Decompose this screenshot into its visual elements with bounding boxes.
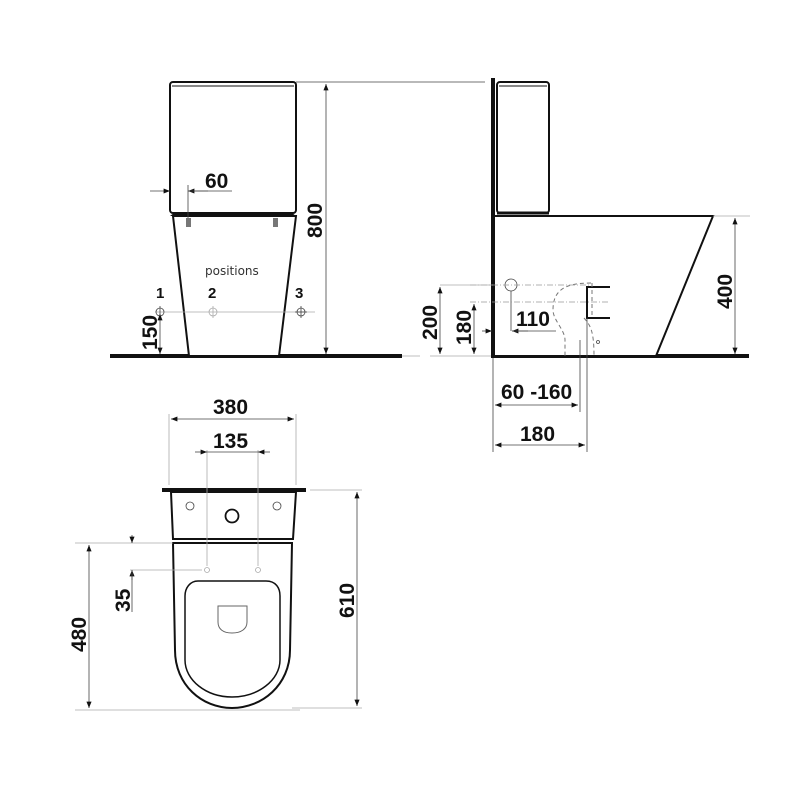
dim-outlet-height: 180 <box>453 310 476 345</box>
front-view: 800 60 positions 1 2 3 150 <box>110 81 485 358</box>
fixing-hole-left-icon <box>185 501 195 511</box>
dim-outlet-distance: 180 <box>520 423 555 446</box>
positions-label: positions <box>205 264 259 278</box>
dim-fixing-spacing: 135 <box>213 430 248 453</box>
bowl-top <box>171 542 294 710</box>
dim-inlet-height-side: 200 <box>419 305 442 340</box>
position-2-label: 2 <box>208 285 216 302</box>
dim-overall-height: 800 <box>304 203 327 238</box>
seat-fixing-right-icon <box>255 567 261 573</box>
dim-width: 380 <box>213 396 248 419</box>
dim-inlet-offset: 110 <box>516 308 550 331</box>
seat-outline <box>184 580 281 698</box>
bolt-right-icon <box>273 218 278 227</box>
drain-icon <box>217 605 248 634</box>
dim-seat-height: 400 <box>714 274 737 309</box>
dim-outlet-range: 60 -160 <box>501 381 572 404</box>
position-3-label: 3 <box>295 285 303 302</box>
bolt-left-icon <box>186 218 191 227</box>
dim-inlet-height-front: 150 <box>139 315 162 350</box>
fixing-hole-right-icon <box>272 501 282 511</box>
dim-tank-offset: 60 <box>205 170 228 193</box>
bowl-front <box>171 215 298 357</box>
cistern-side <box>496 81 550 214</box>
inlet-position-3-icon <box>295 306 307 318</box>
position-1-label: 1 <box>156 285 164 302</box>
seat-fixing-left-icon <box>204 567 210 573</box>
dim-overall-depth: 610 <box>336 583 359 618</box>
top-view: 380 135 35 480 610 <box>68 396 362 711</box>
dim-bowl-depth: 480 <box>68 617 91 652</box>
dim-fixing-offset: 35 <box>112 588 135 612</box>
inlet-position-2-icon <box>208 306 218 318</box>
side-view: 110 200 180 400 60 -160 180 <box>419 78 750 452</box>
cistern-front <box>169 81 297 214</box>
flush-button-icon <box>224 508 240 524</box>
cistern-top <box>169 491 298 540</box>
